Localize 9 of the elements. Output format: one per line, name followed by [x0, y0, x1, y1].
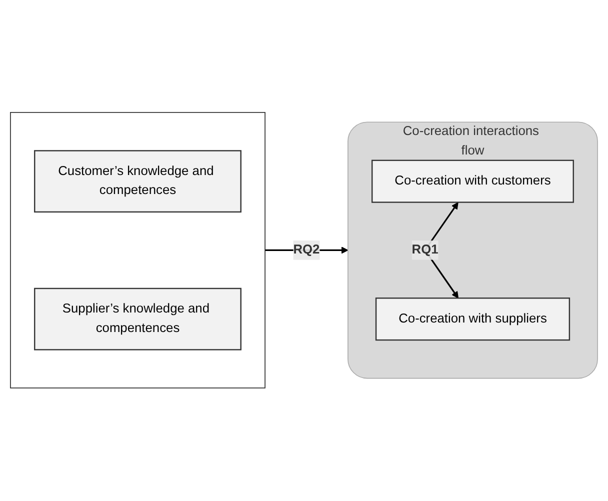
cluster — [10, 112, 266, 389]
diagram: Customer’s knowledge and competences Supplier’s knowledge and compentences RQ2 Co-creation interactions flow Co-creation with customers RQ1 Co-creation with suppliers — [4, 106, 604, 395]
node-box — [375, 298, 570, 341]
node-box — [34, 150, 242, 213]
edge-label: RQ1 — [412, 243, 438, 257]
cluster — [348, 122, 598, 379]
edge-label: RQ2 — [293, 243, 320, 257]
node-box — [34, 288, 242, 351]
node-box — [372, 160, 574, 204]
